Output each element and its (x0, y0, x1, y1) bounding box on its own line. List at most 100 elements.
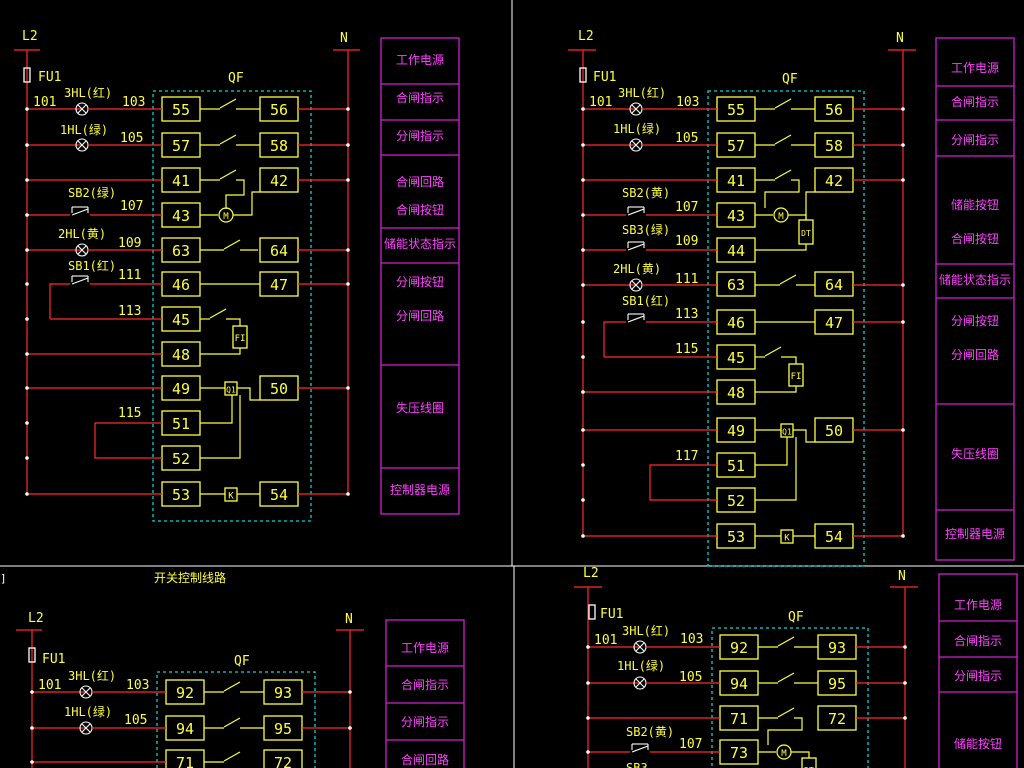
terminal-label: 48 (172, 346, 190, 364)
legend-item: 分闸回路 (951, 347, 999, 362)
terminal-label: 57 (727, 137, 745, 155)
junction-dot (581, 498, 585, 502)
lamp-icon-cross (631, 140, 641, 150)
wire-number: 103 (680, 632, 703, 647)
wire-number: 109 (675, 234, 698, 249)
switch-icon (631, 745, 649, 753)
switch-label: SB2(绿) (68, 185, 116, 200)
wire (233, 191, 260, 216)
junction-dot (25, 317, 29, 321)
wire-number: 113 (675, 307, 698, 322)
junction-dot (901, 178, 905, 182)
junction-dot (586, 750, 590, 754)
junction-dot (581, 320, 585, 324)
contact-icon (777, 636, 795, 647)
wire-number: 113 (118, 304, 141, 319)
terminal-label: 73 (730, 744, 748, 762)
legend-item: 合闸指示 (954, 633, 1002, 648)
terminal-label: 42 (825, 172, 843, 190)
motor-label: M (223, 212, 229, 222)
junction-dot (903, 716, 907, 720)
legend-item: 分闸指示 (954, 668, 1002, 683)
terminal-label: 58 (270, 137, 288, 155)
wire-number: 107 (679, 737, 702, 752)
wire-number: 101 (594, 633, 617, 648)
lamp-icon-cross (77, 245, 87, 255)
terminal-label: 63 (727, 276, 745, 294)
terminal-label: 95 (274, 720, 292, 738)
terminal-label: 47 (270, 276, 288, 294)
lamp-label: 1HL(绿) (613, 121, 661, 136)
wire (49, 283, 70, 319)
l2-label: L2 (22, 29, 38, 44)
wire-number: 107 (675, 200, 698, 215)
terminal-label: 51 (172, 415, 190, 433)
legend-item: 工作电源 (951, 61, 999, 75)
terminal-label: 43 (172, 207, 190, 225)
l2-label: L2 (578, 29, 594, 44)
terminal-label: 56 (825, 101, 843, 119)
junction-dot (581, 355, 585, 359)
wire (603, 321, 626, 357)
switch-icon (627, 315, 645, 323)
fuse-icon (28, 647, 36, 663)
junction-dot (25, 421, 29, 425)
legend-item: 分闸按钮 (951, 313, 999, 328)
small-box-label: Q1 (226, 386, 236, 395)
legend-item: 失压线圈 (396, 400, 444, 415)
legend-item: 分闸按钮 (396, 274, 444, 289)
terminal-label: 93 (828, 639, 846, 657)
lamp-icon-cross (77, 140, 87, 150)
wire-number: 105 (675, 131, 698, 146)
terminal-label: 46 (172, 276, 190, 294)
legend-frame (385, 619, 465, 768)
wire-number: 105 (679, 670, 702, 685)
wire (767, 717, 803, 745)
switch-label: SB2(黄) (626, 725, 674, 739)
terminal-label: 71 (730, 710, 748, 728)
legend-frame (380, 37, 460, 515)
switch-label: SB3(绿) (622, 222, 670, 237)
terminal-box (814, 271, 854, 297)
legend-item: 工作电源 (954, 598, 1002, 612)
n-label: N (896, 31, 904, 46)
contact-icon (223, 239, 241, 250)
terminal-label: 71 (176, 754, 194, 768)
fuse-icon (588, 604, 596, 620)
terminal-label: 58 (825, 137, 843, 155)
junction-dot (901, 143, 905, 147)
terminal-label: 46 (727, 314, 745, 332)
lamp-label: 3HL(红) (622, 623, 670, 638)
legend-item: 分闸指示 (396, 128, 444, 143)
lamp-label: 2HL(黄) (613, 262, 661, 276)
terminal-label: 64 (270, 242, 288, 260)
contact-icon (774, 134, 792, 145)
n-label: N (345, 612, 353, 627)
terminal-box (716, 271, 756, 297)
contact-icon (777, 707, 795, 718)
lamp-label: 3HL(红) (68, 668, 116, 683)
junction-dot (25, 456, 29, 460)
wire-number: 115 (118, 406, 141, 421)
terminal-label: 44 (727, 242, 745, 260)
wire-number: 111 (675, 272, 698, 287)
small-box (801, 757, 817, 768)
lamp-icon-cross (631, 104, 641, 114)
contact-icon (209, 308, 227, 319)
terminal-label: 54 (825, 528, 843, 546)
terminal-label: 64 (825, 276, 843, 294)
qf-label: QF (228, 71, 244, 86)
junction-dot (581, 463, 585, 467)
fuse-icon (579, 67, 587, 83)
junction-dot (25, 107, 29, 111)
switch-label: SB2(黄) (622, 186, 670, 200)
legend-item: 储能按钮 (954, 736, 1002, 751)
wire (200, 395, 241, 459)
wire-number: 107 (120, 199, 143, 214)
motor-label: M (778, 212, 784, 222)
qf-frame (156, 671, 316, 768)
wire-number: 115 (675, 342, 698, 357)
legend-item: 工作电源 (396, 53, 444, 67)
wire-number: 103 (126, 678, 149, 693)
wire (755, 244, 807, 251)
